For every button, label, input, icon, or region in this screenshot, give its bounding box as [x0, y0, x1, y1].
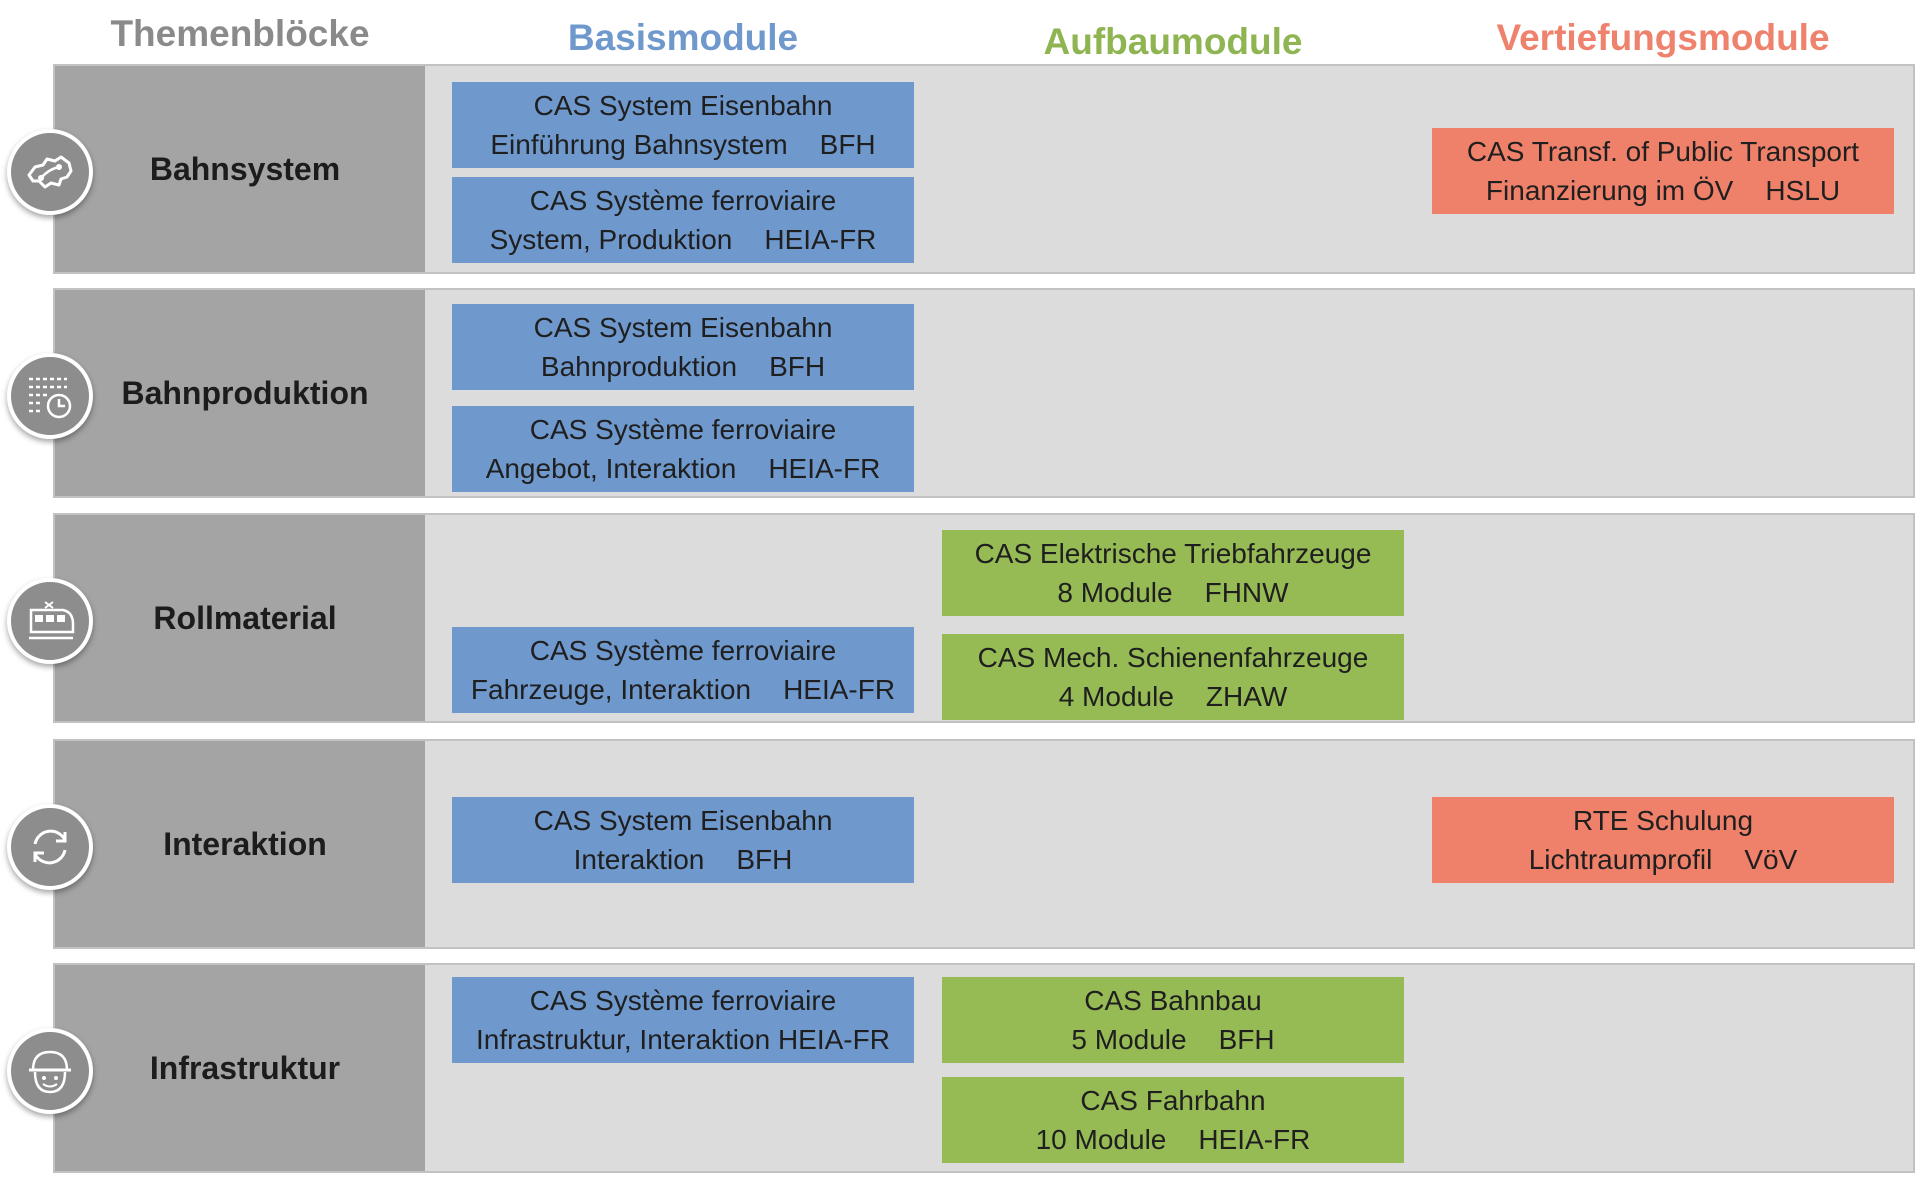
module-subtitle: Interaktion [573, 844, 705, 875]
header-basismodule: Basismodule [567, 17, 799, 58]
row-label-area [55, 965, 425, 1171]
module-institution: HEIA-FR [777, 1024, 890, 1055]
timetable-clock-icon [7, 353, 93, 439]
module-card: CAS System Eisenbahn Interaktion BFH [452, 797, 914, 883]
module-title: CAS Système ferroviaire [529, 185, 837, 216]
module-subtitle: 4 Module [1058, 681, 1174, 712]
row-label-area [55, 66, 425, 272]
module-subtitle: System, Produktion [489, 224, 733, 255]
module-subtitle: 8 Module [1057, 577, 1173, 608]
module-title: RTE Schulung [1572, 805, 1754, 836]
module-card: CAS Système ferroviaire Angebot, Interak… [452, 406, 914, 492]
train-icon [7, 578, 93, 664]
module-title: CAS Mech. Schienenfahrzeuge [977, 642, 1369, 673]
module-institution: BFH [819, 129, 876, 160]
module-institution: HEIA-FR [783, 674, 896, 705]
row-label: Bahnsystem [149, 150, 341, 187]
row-label: Interaktion [163, 825, 327, 862]
module-subtitle: Finanzierung im ÖV [1485, 175, 1734, 206]
module-title: CAS System Eisenbahn [533, 90, 833, 121]
row-bahnproduktion: Bahnproduktion [53, 288, 1915, 498]
module-card: CAS Bahnbau 5 Module BFH [942, 977, 1404, 1063]
module-title: CAS Fahrbahn [1080, 1085, 1266, 1116]
worker-helmet-icon [7, 1028, 93, 1114]
row-label: Infrastruktur [149, 1049, 341, 1086]
module-card: CAS Elektrische Triebfahrzeuge 8 Module F… [942, 530, 1404, 616]
module-card: CAS Système ferroviaire Fahrzeuge, Inter… [452, 627, 914, 713]
module-title: CAS Système ferroviaire [529, 414, 837, 445]
module-card: CAS Fahrbahn 10 Module HEIA-FR [942, 1077, 1404, 1163]
row-label-area [55, 290, 425, 496]
module-subtitle: Fahrzeuge, Interaktion [470, 674, 752, 705]
module-institution: ZHAW [1205, 681, 1288, 712]
module-card: CAS Système ferroviaire System, Produkti… [452, 177, 914, 263]
module-institution: HEIA-FR [764, 224, 877, 255]
module-subtitle: Einführung Bahnsystem [490, 129, 788, 160]
module-title: CAS Elektrische Triebfahrzeuge [974, 538, 1372, 569]
module-title: CAS Système ferroviaire [529, 985, 837, 1016]
module-institution: BFH [736, 844, 793, 875]
module-institution: FHNW [1204, 577, 1289, 608]
module-card: CAS Transf. of Public Transport Finanzie… [1432, 128, 1894, 214]
row-label-area [55, 515, 425, 721]
header-aufbaumodule: Aufbaumodule [1043, 21, 1303, 62]
module-subtitle: Lichtraumprofil [1528, 844, 1713, 875]
module-subtitle: Angebot, Interaktion [485, 453, 737, 484]
module-title: CAS System Eisenbahn [533, 312, 833, 343]
module-institution: BFH [1218, 1024, 1275, 1055]
module-institution: BFH [769, 351, 826, 382]
module-title: CAS Système ferroviaire [529, 635, 837, 666]
refresh-cycle-icon [7, 804, 93, 890]
module-title: CAS Transf. of Public Transport [1466, 136, 1860, 167]
row-label-area [55, 741, 425, 947]
header-vertiefungsmodule: Vertiefungsmodule [1496, 17, 1830, 58]
module-card: RTE Schulung Lichtraumprofil VöV [1432, 797, 1894, 883]
module-institution: HEIA-FR [768, 453, 881, 484]
module-card: CAS Mech. Schienenfahrzeuge 4 Module ZHAW [942, 634, 1404, 720]
module-institution: HEIA-FR [1198, 1124, 1311, 1155]
module-subtitle: 5 Module [1071, 1024, 1187, 1055]
module-institution: VöV [1744, 844, 1798, 875]
module-institution: HSLU [1765, 175, 1841, 206]
header-themenbloecke: Themenblöcke [110, 13, 370, 54]
module-card: CAS Système ferroviaire Infrastruktur, I… [452, 977, 914, 1063]
row-label: Bahnproduktion [121, 374, 369, 411]
module-subtitle: 10 Module [1035, 1124, 1167, 1155]
module-subtitle: Infrastruktur, Interaktion [476, 1024, 771, 1055]
module-title: CAS Bahnbau [1084, 985, 1262, 1016]
module-card: CAS System Eisenbahn Einführung Bahnsyst… [452, 82, 914, 168]
module-title: CAS System Eisenbahn [533, 805, 833, 836]
module-subtitle: Bahnproduktion [540, 351, 738, 382]
switzerland-map-icon [7, 129, 93, 215]
module-card: CAS System Eisenbahn Bahnproduktion BFH [452, 304, 914, 390]
row-label: Rollmaterial [153, 599, 337, 636]
